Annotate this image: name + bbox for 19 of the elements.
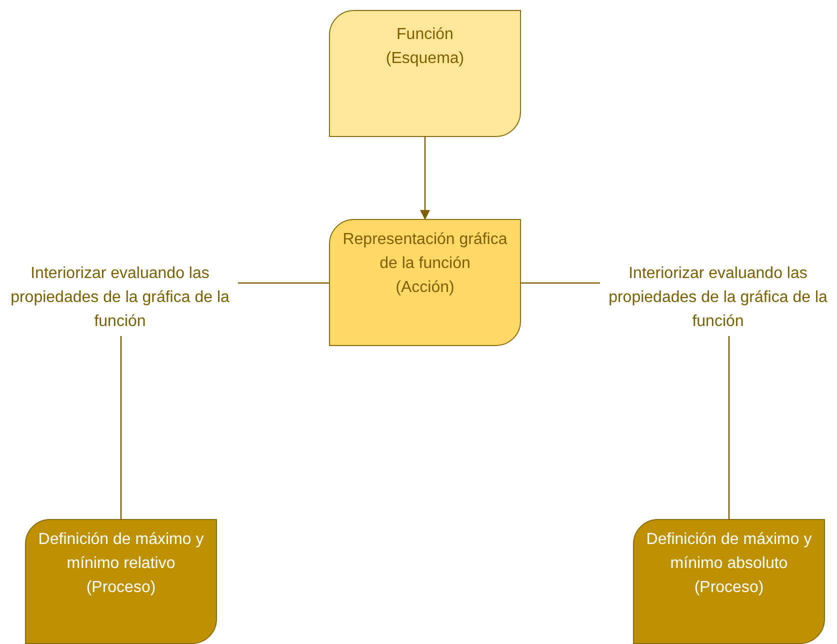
process-box	[25, 519, 217, 644]
connector-line	[728, 336, 730, 519]
connector-line	[120, 336, 122, 519]
node-label: Interiorizar evaluando las propiedades de la gráfica de la función	[608, 264, 828, 332]
connector-line	[521, 282, 600, 284]
connector-line	[238, 282, 329, 284]
node-label: Representación gráfica de la función	[342, 230, 508, 274]
node-label: (Acción)	[396, 278, 454, 298]
connector-line	[420, 137, 430, 220]
node-label: (Esquema)	[386, 49, 464, 69]
process-box	[329, 219, 521, 346]
node-label: (Proceso)	[86, 578, 156, 598]
process-box	[329, 10, 521, 137]
node-label: Función	[396, 25, 454, 45]
node-label: Definición de máximo y mínimo relativo	[37, 530, 205, 574]
node-label: (Proceso)	[694, 578, 764, 598]
process-box	[633, 519, 825, 644]
node-label: Interiorizar evaluando las propiedades de la gráfica de la función	[10, 264, 230, 332]
node-label: Definición de máximo y mínimo absoluto	[645, 530, 813, 574]
